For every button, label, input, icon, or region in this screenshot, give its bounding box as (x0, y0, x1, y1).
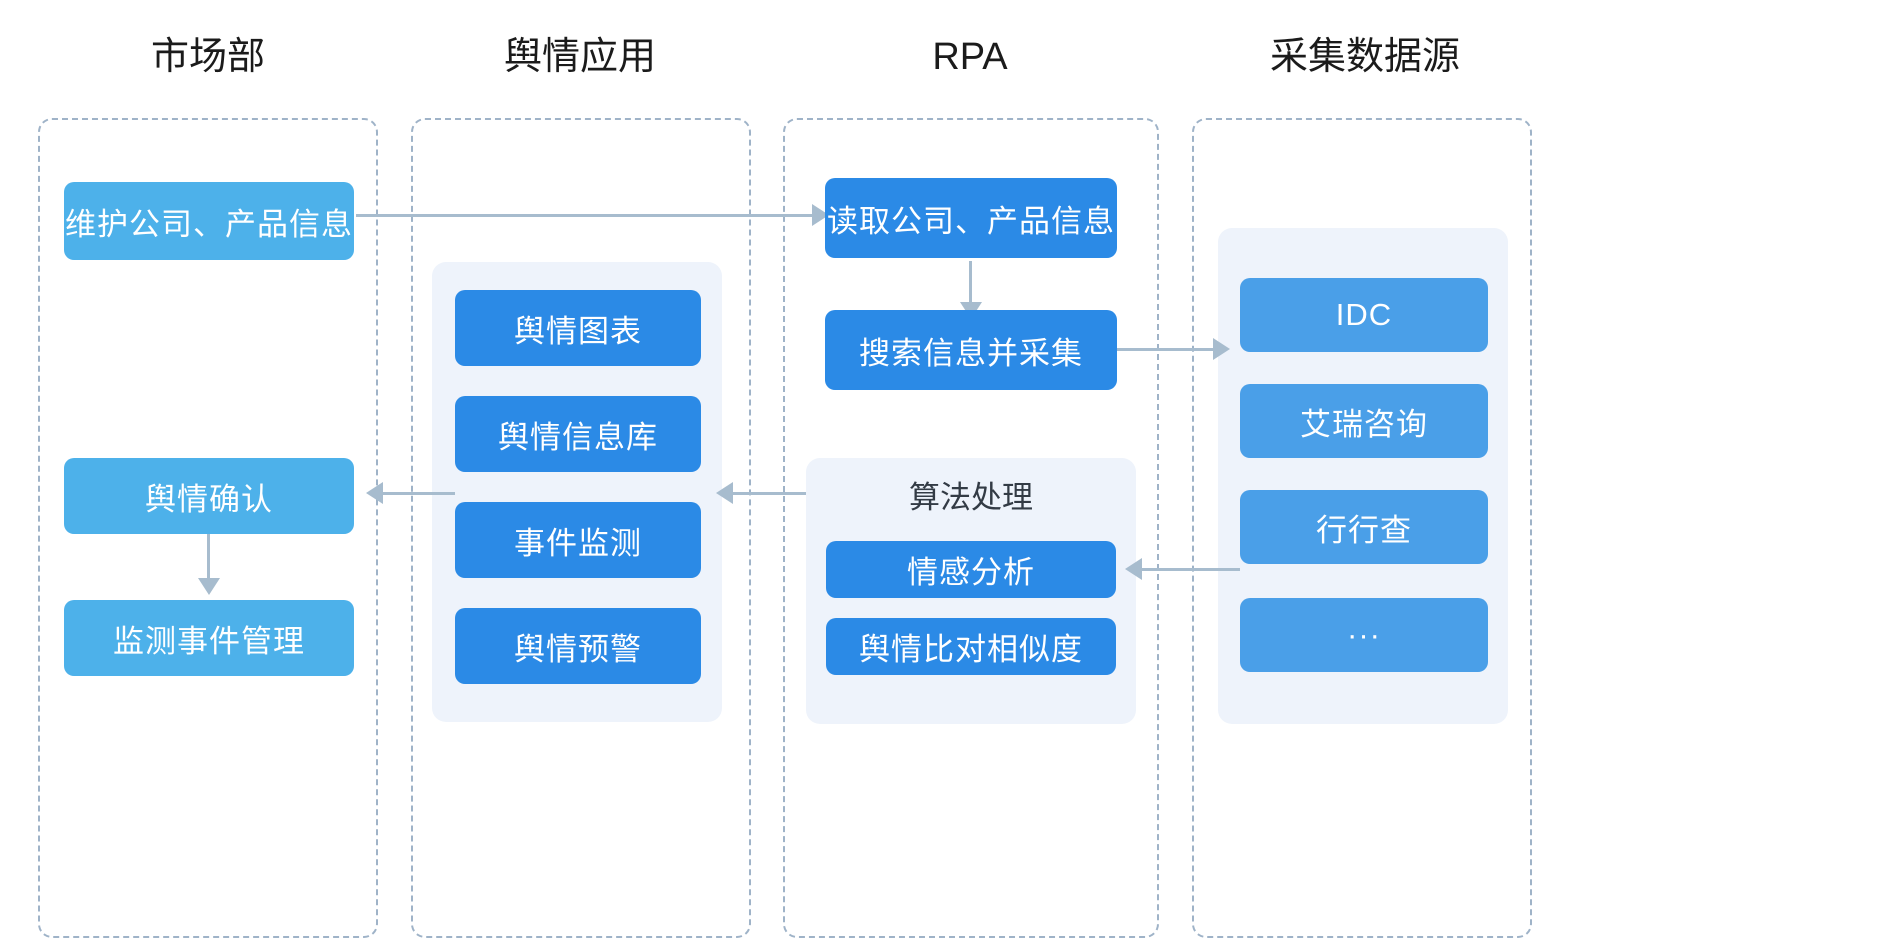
arrowhead-confirm-to-event-mgmt (198, 578, 220, 595)
box-maintain-company-product-info[interactable]: 维护公司、产品信息 (64, 182, 354, 260)
arrowhead-marketing-to-rpa (812, 204, 829, 226)
swimlane-marketing (38, 118, 378, 938)
box-sentiment-confirmation[interactable]: 舆情确认 (64, 458, 354, 534)
box-monitoring-event-management[interactable]: 监测事件管理 (64, 600, 354, 676)
box-source-hanghangcha[interactable]: 行行查 (1240, 490, 1488, 564)
column-header-marketing: 市场部 (150, 36, 265, 78)
swimlane-sentiment-app (411, 118, 751, 938)
swimlane-data-sources (1192, 118, 1532, 938)
box-source-iresearch[interactable]: 艾瑞咨询 (1240, 384, 1488, 458)
box-sentiment-alert[interactable]: 舆情预警 (455, 608, 701, 684)
swimlane-rpa (783, 118, 1159, 938)
box-sentiment-similarity-comparison[interactable]: 舆情比对相似度 (826, 618, 1116, 675)
box-sentiment-info-repository[interactable]: 舆情信息库 (455, 396, 701, 472)
column-header-sentiment-app: 舆情应用 (503, 36, 656, 78)
connector-sentiment-app-to-marketing (380, 492, 455, 495)
arrowhead-sentiment-app-to-marketing (366, 482, 383, 504)
box-source-more[interactable]: ··· (1240, 598, 1488, 672)
box-read-company-product-info[interactable]: 读取公司、产品信息 (825, 178, 1117, 258)
connector-sources-to-algorithm (1140, 568, 1240, 571)
column-header-rpa: RPA (932, 36, 1008, 78)
connector-confirm-to-event-mgmt (207, 534, 210, 582)
connector-search-to-sources (1117, 348, 1227, 351)
box-search-and-collect-info[interactable]: 搜索信息并采集 (825, 310, 1117, 390)
box-event-monitoring[interactable]: 事件监测 (455, 502, 701, 578)
column-header-data-sources: 采集数据源 (1269, 36, 1460, 78)
panel-title-algorithm-processing: 算法处理 (909, 480, 1033, 515)
box-sentiment-charts[interactable]: 舆情图表 (455, 290, 701, 366)
box-sentiment-analysis[interactable]: 情感分析 (826, 541, 1116, 598)
connector-rpa-to-sentiment-app (731, 492, 806, 495)
box-source-idc[interactable]: IDC (1240, 278, 1488, 352)
arrowhead-rpa-to-sentiment-app (716, 482, 733, 504)
connector-marketing-to-rpa (356, 214, 816, 217)
arrowhead-search-to-sources (1213, 338, 1230, 360)
arrowhead-sources-to-algorithm (1125, 558, 1142, 580)
connector-read-to-search (969, 261, 972, 308)
